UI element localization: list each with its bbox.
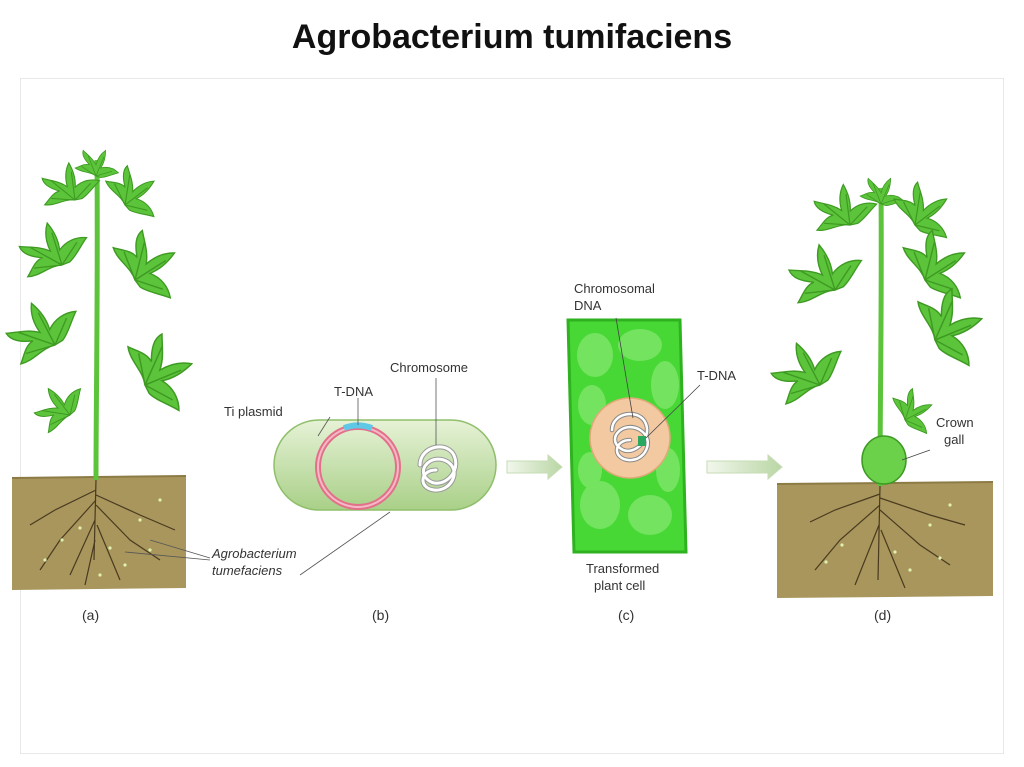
chromosome-coil [417,444,459,493]
transformed-cell-label-line2: plant cell [594,578,645,593]
chromosomal-dna-label-line2: DNA [574,298,602,313]
t-dna-label-c: T-DNA [697,368,736,383]
t-dna-label-b: T-DNA [334,384,373,399]
panel-a-plant: Agrobacterium tumefaciens (a) [0,149,297,623]
chromosomal-dna-coil [609,411,650,463]
panel-c-plant-cell: Chromosomal DNA T-DNA Transformed plant … [566,281,736,623]
crown-gall [861,435,907,485]
bacteria-dots-a [43,498,162,577]
arrow-b-to-c [506,453,563,481]
bacteria-dots-d [824,503,952,572]
agrobacterium-label-line2: tumefaciens [212,563,283,578]
stem-a [93,159,100,481]
panel-d-caption: (d) [874,607,891,623]
panel-b-caption: (b) [372,607,389,623]
page-title: Agrobacterium tumifaciens [291,18,733,56]
roots-d [809,485,966,589]
leaves-a [0,149,210,440]
agrobacterium-label-line1: Agrobacterium [211,546,297,561]
slide-frame [20,78,1004,754]
transformed-cell-label-line1: Transformed [586,561,659,576]
crown-gall-label-line2: gall [944,432,964,447]
arrow-c-to-d [706,453,783,481]
panel-a-caption: (a) [82,607,99,623]
ti-plasmid-label: Ti plasmid [224,404,283,419]
chromosome-label: Chromosome [390,360,468,375]
panel-d-plant: Crown gall (d) [761,174,1000,623]
roots-a [29,479,176,586]
panel-c-caption: (c) [618,607,634,623]
panel-b-bacterium: Ti plasmid T-DNA Chromosome (b) [224,360,497,623]
crown-gall-label-line1: Crown [936,415,974,430]
soil-block-a [12,476,186,590]
chromosomal-dna-label-line1: Chromosomal [574,281,655,296]
integrated-t-dna [638,436,646,446]
t-dna-segment [342,422,374,431]
